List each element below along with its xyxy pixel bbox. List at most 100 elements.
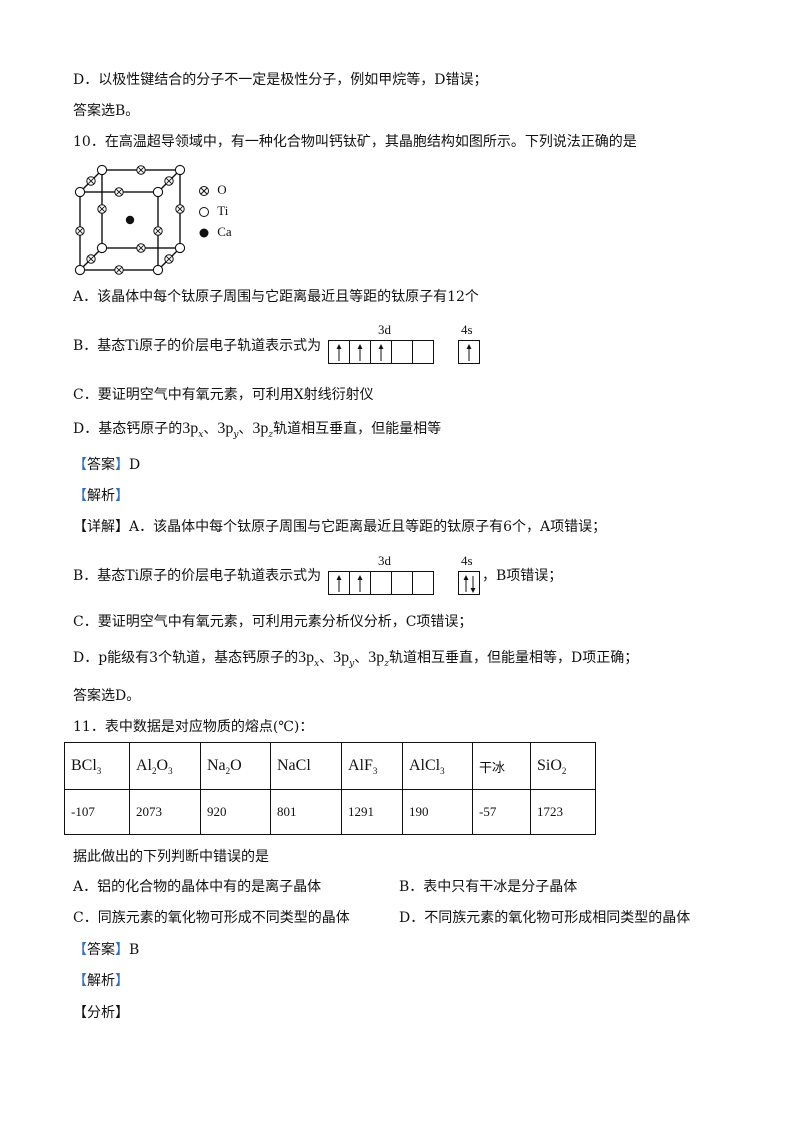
detail-10-a: 【详解】A．该晶体中每个钛原子周围与它距离最近且等距的钛原子有6个，A项错误；	[73, 519, 607, 535]
question-10-stem: 10．在高温超导领域中，有一种化合物叫钙钛矿，其晶胞结构如图所示。下列说法正确的…	[73, 134, 637, 150]
electron-arrow-icon	[392, 341, 414, 365]
legend-ti: Ti	[198, 203, 228, 219]
electron-arrow-icon	[413, 341, 435, 365]
oxygen-atom-cross	[77, 228, 83, 234]
electron-arrow-icon	[463, 575, 476, 593]
oxygen-atom-cross	[116, 267, 122, 273]
p-orbital-list: 3px、3py、3pz	[182, 420, 274, 440]
orbital-box	[391, 340, 413, 364]
table-cell: 801	[270, 789, 342, 835]
orbital-box	[370, 340, 392, 364]
table-header-cell: NaCl	[270, 742, 342, 790]
electron-arrow-icon	[336, 575, 342, 592]
electron-arrow-icon	[357, 344, 363, 361]
separator: 、	[319, 650, 334, 666]
oxygen-atom-cross	[166, 256, 172, 262]
titanium-atom	[96, 242, 108, 254]
q11-option-b: B．表中只有干冰是分子晶体	[399, 879, 578, 895]
table-header-cell: 干冰	[472, 742, 531, 790]
electron-arrow-icon	[392, 572, 414, 596]
separator: 、	[203, 421, 218, 437]
titanium-atom	[96, 164, 108, 176]
titanium-atom	[152, 186, 164, 198]
p-orbital-subscript: z	[384, 659, 390, 669]
p-orbital-base: 3p	[252, 420, 269, 437]
orbital-box	[412, 340, 434, 364]
titanium-atom	[74, 264, 86, 276]
p-orbital-base: 3p	[368, 649, 385, 666]
orbital-label-3d: 3d	[378, 322, 391, 337]
table-header-cell: Na2O	[200, 742, 271, 790]
orbital-label-4s: 4s	[461, 553, 473, 568]
p-orbital-base: 3p	[298, 649, 315, 666]
table-cell: -107	[64, 789, 130, 835]
electron-arrow-icon	[466, 344, 472, 361]
calcium-atom-icon	[199, 228, 209, 238]
legend-ca: Ca	[198, 224, 232, 240]
oxygen-atom-cross	[138, 245, 144, 251]
orbital-box	[458, 571, 480, 595]
detail-10-c: C．要证明空气中有氧元素，可利用元素分析仪分析，C项错误；	[73, 614, 473, 630]
electron-arrow-icon	[378, 344, 384, 361]
orbital-label-4s: 4s	[461, 322, 473, 337]
fenxi-heading: 【分析】	[73, 1005, 129, 1021]
detail-10-d: D．p能级有3个轨道，基态钙原子的3px、3py、3pz轨道相互垂直，但能量相等…	[73, 649, 639, 669]
table-cell: 2073	[129, 789, 201, 835]
q10-option-c: C．要证明空气中有氧元素，可利用X射线衍射仪	[73, 387, 374, 403]
titanium-atom	[152, 264, 164, 276]
orbital-box	[458, 340, 480, 364]
table-header-cell: AlCl3	[402, 742, 473, 790]
table-header-cell: BCl3	[64, 742, 130, 790]
oxygen-atom-cross	[155, 228, 161, 234]
p-orbital-subscript: z	[268, 430, 274, 440]
p-orbital-base: 3p	[217, 420, 234, 437]
perovskite-unit-cell-figure	[74, 164, 186, 276]
text-line-d-conclusion: D．以极性键结合的分子不一定是极性分子，例如甲烷等，D错误；	[73, 72, 488, 88]
p-orbital-subscript: y	[349, 659, 355, 669]
oxygen-atom-cross	[177, 206, 183, 212]
orbital-box	[391, 571, 413, 595]
answer-10-final: 答案选D。	[73, 688, 141, 704]
electron-arrow-icon	[413, 572, 435, 596]
separator: 、	[238, 421, 253, 437]
orbital-box	[328, 340, 350, 364]
q10-option-d: D．基态钙原子的3px、3py、3pz轨道相互垂直，但能量相等	[73, 420, 442, 440]
titanium-atom-icon	[199, 207, 209, 218]
electron-arrow-icon	[357, 575, 363, 592]
titanium-atom	[174, 242, 186, 254]
table-cell: 1723	[530, 789, 596, 835]
table-cell: -57	[472, 789, 531, 835]
titanium-atom	[174, 164, 186, 176]
orbital-box	[349, 571, 371, 595]
legend-o: O	[198, 182, 227, 198]
table-cell: 190	[402, 789, 473, 835]
question-11-prompt: 据此做出的下列判断中错误的是	[73, 849, 269, 865]
p-orbital-base: 3p	[333, 649, 350, 666]
analysis-10-heading: 【解析】	[73, 488, 129, 504]
q11-option-c: C．同族元素的氧化物可形成不同类型的晶体	[73, 910, 350, 926]
detail-10-b-suffix: ，B项错误；	[482, 568, 563, 584]
oxygen-atom-icon	[199, 186, 209, 197]
oxygen-atom-cross	[88, 178, 94, 184]
text-answer-prev: 答案选B。	[73, 103, 140, 119]
orbital-box	[328, 571, 350, 595]
electron-arrow-icon	[336, 344, 342, 361]
analysis-11-heading: 【解析】	[73, 973, 129, 989]
p-orbital-subscript: y	[233, 430, 239, 440]
p-orbital-base: 3p	[182, 420, 199, 437]
p-orbital-list-detail: 3px、3py、3pz	[298, 649, 390, 669]
oxygen-atom-cross	[116, 189, 122, 195]
orbital-label-3d: 3d	[378, 553, 391, 568]
table-cell: 1291	[341, 789, 403, 835]
table-cell: 920	[200, 789, 271, 835]
electron-arrow-icon	[371, 572, 393, 596]
oxygen-atom-cross	[99, 206, 105, 212]
question-11-stem: 11．表中数据是对应物质的熔点(℃)：	[73, 719, 314, 735]
answer-11: 【答案】B	[73, 942, 140, 958]
table-header-cell: Al2O3	[129, 742, 201, 790]
separator: 、	[354, 650, 369, 666]
answer-10: 【答案】D	[73, 457, 141, 473]
